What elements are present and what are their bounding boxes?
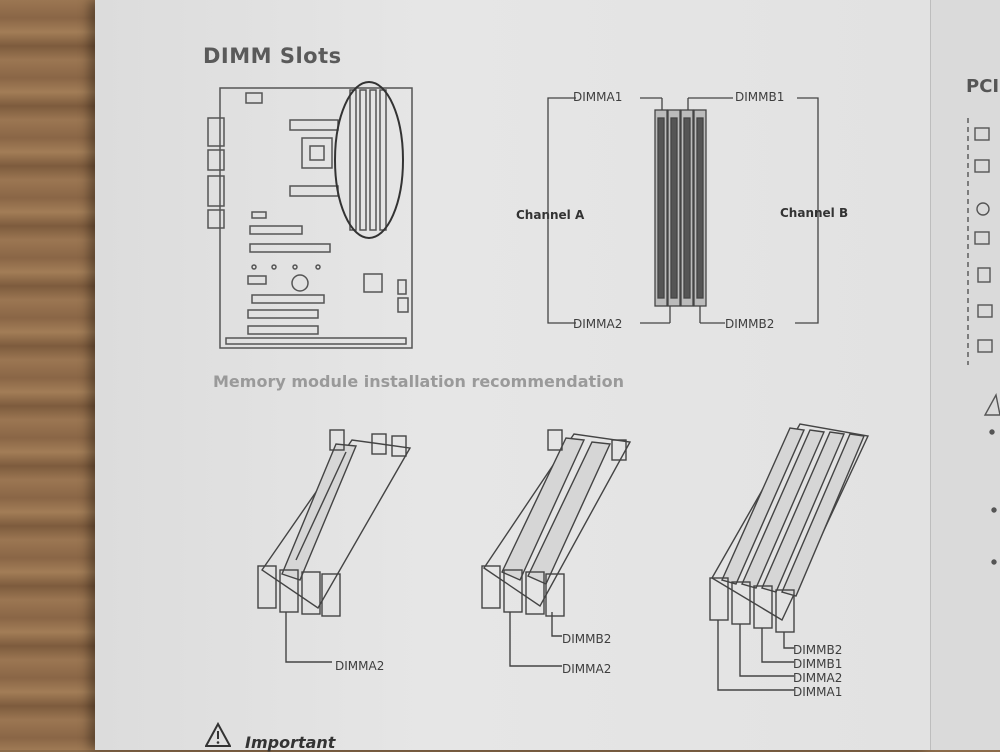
label-dimmb2: DIMMB2 [725,317,775,331]
rec3-label-dimmb1: DIMMB1 [793,657,843,671]
important-heading: Important [245,733,336,752]
rec3-label-dimmb2: DIMMB2 [793,643,843,657]
recommendation-1-diagram [257,429,412,663]
manual-page: DIMM Slots Memory module installation re… [95,0,930,752]
label-dimma1: DIMMA1 [573,90,623,104]
rec2-label-dimma2: DIMMA2 [562,662,612,676]
dimm-slot-diagram [547,97,819,324]
next-page-edge: PCI [930,0,1000,750]
rec1-label-dimma2: DIMMA2 [335,659,385,673]
rec3-label-dimma1: DIMMA1 [793,685,843,699]
rec2-label-dimmb2: DIMMB2 [562,632,612,646]
warning-icon [205,722,231,747]
next-page-diagram [967,118,1000,565]
recommendation-2-diagram [481,429,632,667]
recommendation-3-diagram [709,423,870,691]
next-page-title: PCI [966,76,1000,97]
label-channel-a: Channel A [516,208,585,222]
motherboard-diagram [207,81,413,349]
page-title: DIMM Slots [203,44,342,68]
rec3-label-dimma2: DIMMA2 [793,671,843,685]
label-dimma2: DIMMA2 [573,317,623,331]
label-channel-b: Channel B [780,206,849,220]
label-dimmb1: DIMMB1 [735,90,785,104]
section-subtitle: Memory module installation recommendatio… [213,372,625,391]
